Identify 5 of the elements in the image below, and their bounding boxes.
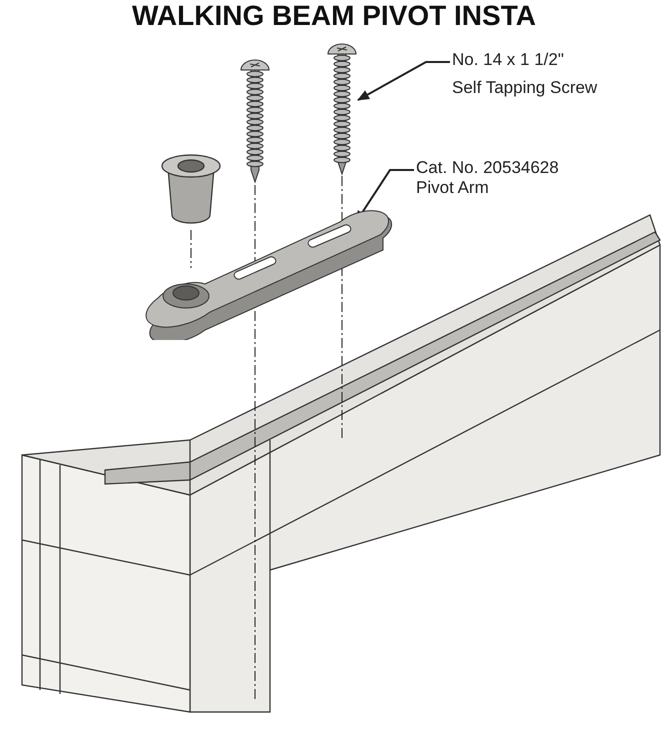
part-label: No. 14 x 1 1/2" (452, 50, 565, 70)
leader-line (357, 61, 450, 101)
part-label: Self Tapping Screw (452, 78, 598, 98)
part-label: Cat. No. 20534628 Pivot Arm (416, 158, 560, 198)
title: WALKING BEAM PIVOT INSTA (131, 0, 537, 32)
